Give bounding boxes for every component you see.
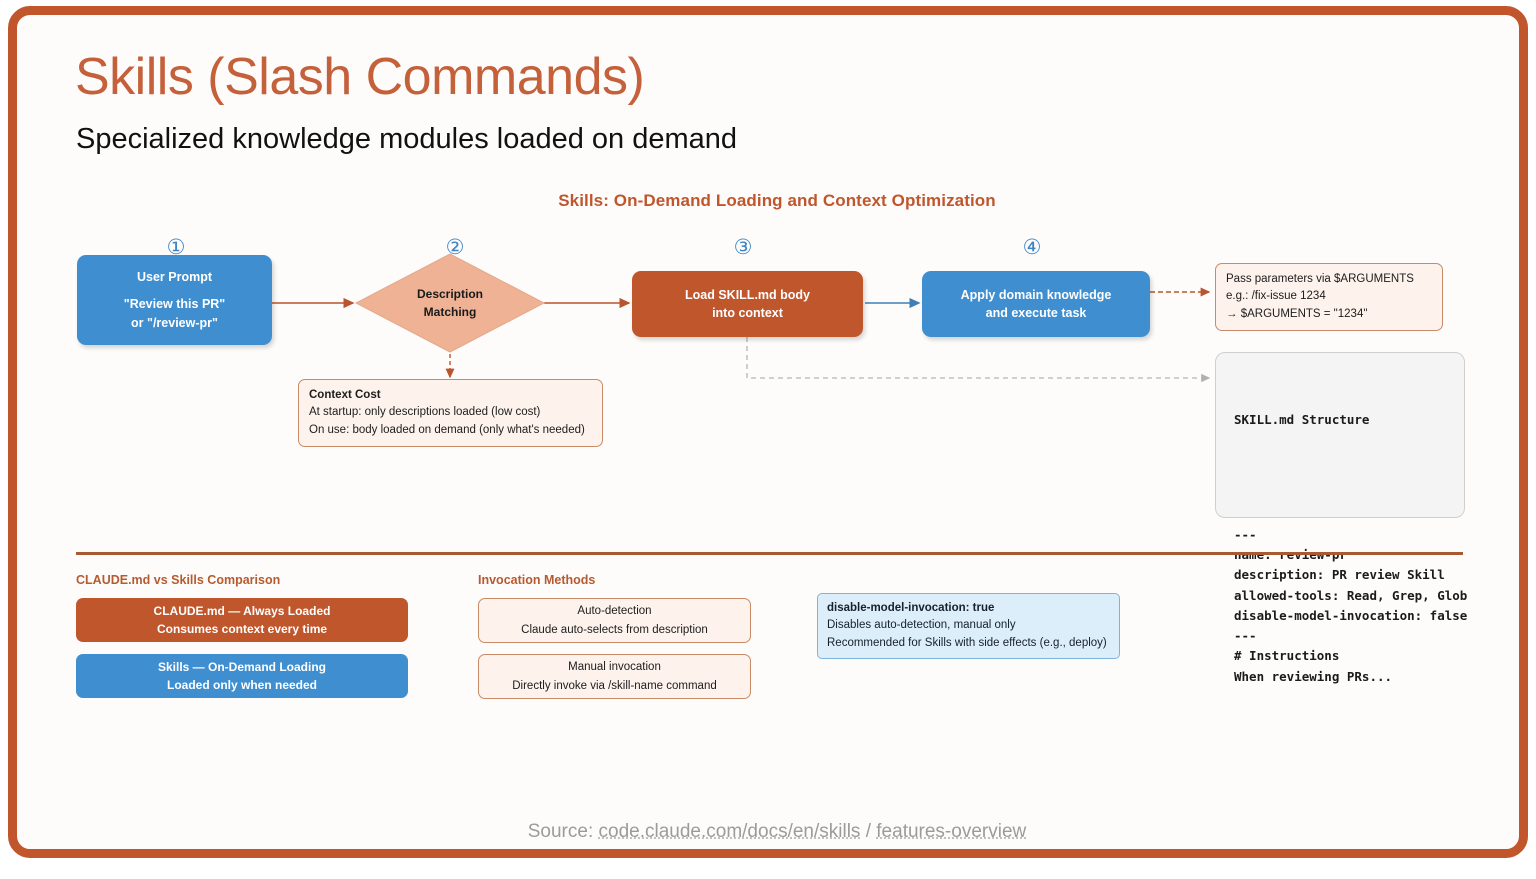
context-cost-line-2: On use: body loaded on demand (only what…: [309, 422, 592, 439]
inv-line-1: Manual invocation: [568, 658, 661, 676]
node-line-2: into context: [712, 304, 783, 322]
note-heading: disable-model-invocation: true: [827, 602, 994, 614]
node-line-2: Matching: [424, 303, 477, 321]
skill-md-body: --- name: review-pr description: PR revi…: [1234, 525, 1446, 687]
skill-md-structure-box: SKILL.md Structure --- name: review-pr d…: [1215, 352, 1465, 518]
invocation-item-auto-detection[interactable]: Auto-detection Claude auto-selects from …: [478, 598, 751, 643]
note-line-2: Recommended for Skills with side effects…: [827, 635, 1110, 652]
inv-line-1: Auto-detection: [577, 602, 651, 620]
bar-line-1: Skills — On-Demand Loading: [158, 658, 326, 676]
diamond-label: Description Matching: [355, 253, 545, 353]
source-link-features[interactable]: features-overview: [876, 821, 1026, 842]
step-number-3: ③: [723, 237, 763, 258]
invocation-item-manual-invocation[interactable]: Manual invocation Directly invoke via /s…: [478, 654, 751, 699]
context-cost-line-1: At startup: only descriptions loaded (lo…: [309, 404, 592, 421]
comparison-item-claude-md[interactable]: CLAUDE.md — Always Loaded Consumes conte…: [76, 598, 408, 642]
slide-frame: Skills (Slash Commands) Specialized know…: [8, 6, 1528, 858]
node-line-1: User Prompt: [137, 268, 212, 286]
node-line-2: and execute task: [986, 304, 1087, 322]
source-link-docs[interactable]: code.claude.com/docs/en/skills: [599, 821, 861, 842]
skill-md-spacer: [1234, 470, 1446, 484]
skill-md-heading: SKILL.md Structure: [1234, 410, 1446, 430]
node-line-1: Apply domain knowledge: [961, 286, 1112, 304]
bar-line-2: Loaded only when needed: [167, 676, 317, 694]
source-prefix: Source:: [528, 821, 599, 842]
note-disable-model-invocation: disable-model-invocation: true Disables …: [817, 593, 1120, 659]
flow-node-user-prompt[interactable]: User Prompt "Review this PR" or "/review…: [77, 255, 272, 345]
comparison-item-skills[interactable]: Skills — On-Demand Loading Loaded only w…: [76, 654, 408, 698]
flow-node-description-matching[interactable]: Description Matching: [355, 253, 545, 353]
section-divider: [76, 552, 1463, 555]
arguments-line-3: → $ARGUMENTS = "1234": [1226, 306, 1432, 323]
bar-line-1: CLAUDE.md — Always Loaded: [154, 602, 331, 620]
page-subtitle: Specialized knowledge modules loaded on …: [76, 123, 737, 156]
arguments-line-1: Pass parameters via $ARGUMENTS: [1226, 271, 1432, 288]
flow-node-load-skill-md[interactable]: Load SKILL.md body into context: [632, 271, 863, 337]
node-line-1: Load SKILL.md body: [685, 286, 810, 304]
note-line-1: Disables auto-detection, manual only: [827, 617, 1110, 634]
node-line-1: Description: [417, 285, 483, 303]
diagram-title: Skills: On-Demand Loading and Context Op…: [17, 191, 1536, 211]
node-line-3: or "/review-pr": [131, 314, 218, 332]
inv-line-2: Directly invoke via /skill-name command: [512, 677, 717, 695]
callout-context-cost: Context Cost At startup: only descriptio…: [298, 379, 603, 447]
comparison-section-title: CLAUDE.md vs Skills Comparison: [76, 573, 280, 587]
source-separator: /: [860, 821, 876, 842]
node-line-2: "Review this PR": [124, 295, 225, 313]
bar-line-2: Consumes context every time: [157, 620, 327, 638]
inv-line-2: Claude auto-selects from description: [521, 621, 708, 639]
invocation-section-title: Invocation Methods: [478, 573, 595, 587]
flow-node-apply-domain-knowledge[interactable]: Apply domain knowledge and execute task: [922, 271, 1150, 337]
source-footer: Source: code.claude.com/docs/en/skills /…: [17, 821, 1536, 843]
callout-arguments: Pass parameters via $ARGUMENTS e.g.: /fi…: [1215, 263, 1443, 331]
page-title: Skills (Slash Commands): [75, 47, 644, 107]
context-cost-heading: Context Cost: [309, 389, 381, 401]
arguments-line-2: e.g.: /fix-issue 1234: [1226, 288, 1432, 305]
step-number-4: ④: [1012, 237, 1052, 258]
